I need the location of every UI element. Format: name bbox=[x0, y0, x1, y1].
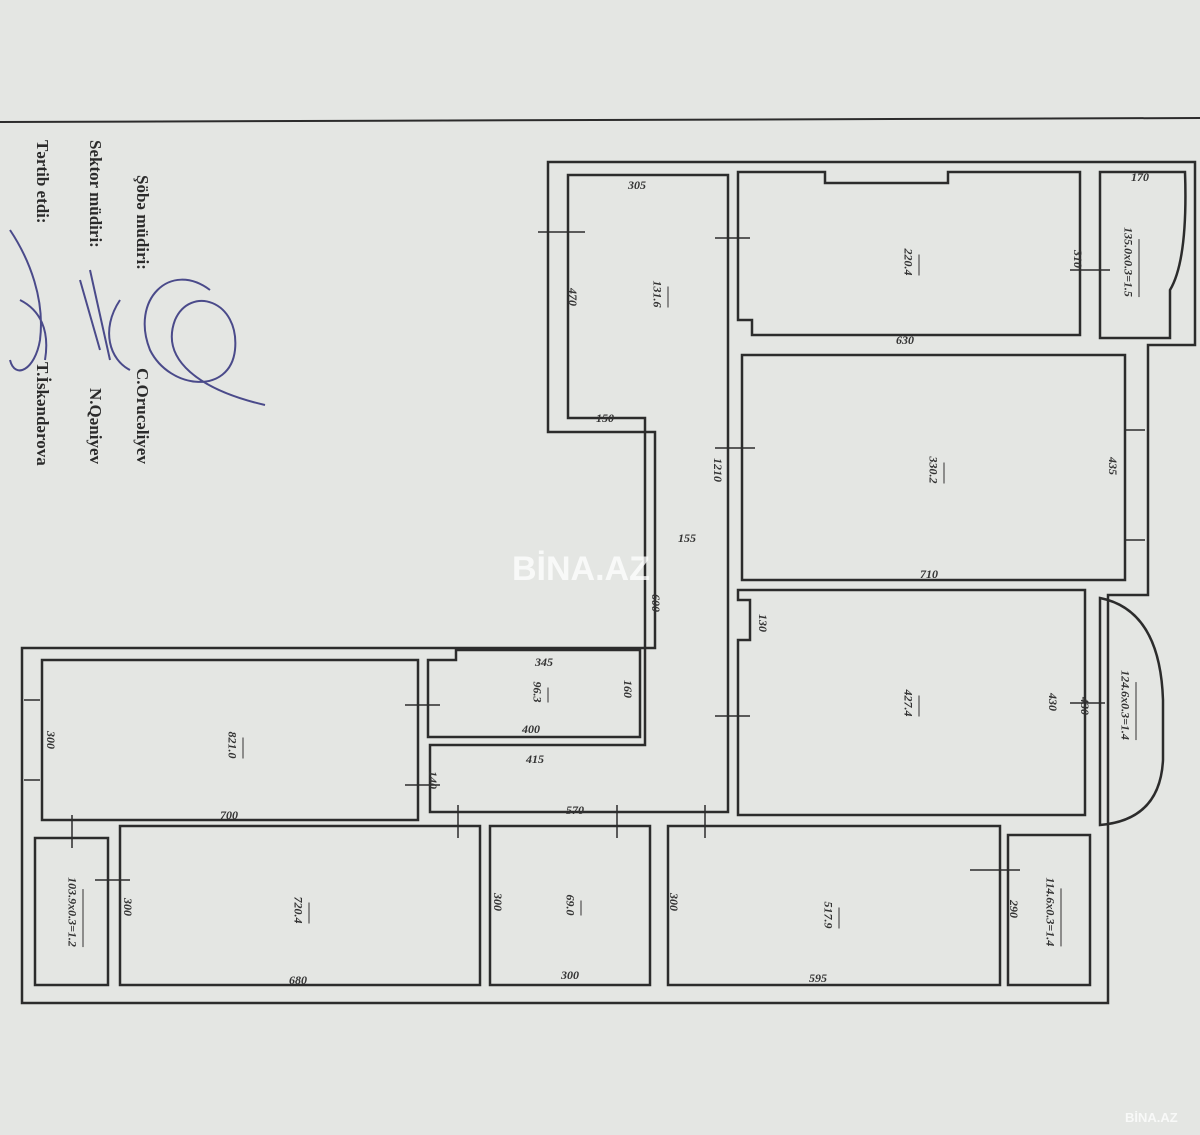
dimension-label: 600 bbox=[649, 594, 663, 612]
room-label-8: 821.0 bbox=[225, 731, 244, 759]
room-6 bbox=[488, 824, 652, 987]
dept-head-label: Şöbə müdiri: bbox=[133, 175, 152, 270]
sheet-border bbox=[0, 117, 1200, 123]
dimension-label: 630 bbox=[896, 333, 914, 347]
corner-watermark: BİNA.AZ bbox=[1125, 1110, 1178, 1125]
compiled-by-name: T.İskəndərova bbox=[33, 362, 52, 466]
dimension-label: 155 bbox=[678, 531, 696, 545]
room-1-corridor bbox=[428, 173, 730, 814]
room-number: 13 bbox=[1121, 227, 1136, 240]
dimension-label: 290 bbox=[1007, 900, 1021, 918]
outer-wall bbox=[20, 160, 1197, 1005]
room-area: 20.4 bbox=[291, 902, 310, 924]
dimension-label: 130 bbox=[756, 614, 770, 632]
room-area: 4.6x0.3=1.4 bbox=[1118, 682, 1137, 740]
watermark: BİNA.AZ bbox=[512, 550, 650, 588]
room-label-7: 720.4 bbox=[291, 896, 310, 924]
room-label-9: 96.3 bbox=[530, 681, 549, 703]
dimension-label: 430 bbox=[1046, 693, 1060, 711]
room-2 bbox=[736, 170, 1082, 337]
signature-scribbles bbox=[9, 229, 266, 406]
room-number: 5 bbox=[821, 901, 836, 908]
room-area: 30.2 bbox=[926, 462, 945, 484]
room-number: 4 bbox=[901, 689, 916, 696]
room-11 bbox=[1006, 833, 1092, 987]
room-4 bbox=[736, 588, 1087, 817]
sector-head-name: N.Qəniyev bbox=[86, 388, 105, 465]
door-marks bbox=[24, 231, 1145, 881]
dept-head-name: C.Orucəliyev bbox=[133, 368, 152, 464]
dimension-label: 430 bbox=[1078, 697, 1092, 715]
room-label-1: 131.6 bbox=[650, 280, 669, 308]
dimension-label: 595 bbox=[809, 971, 827, 985]
room-label-2: 220.4 bbox=[901, 248, 920, 276]
dimension-label: 140 bbox=[426, 771, 440, 789]
dimension-label: 680 bbox=[289, 973, 307, 987]
room-number: 7 bbox=[291, 896, 306, 903]
room-number: 3 bbox=[926, 456, 941, 463]
dimension-label: 300 bbox=[667, 893, 681, 911]
room-area: 6.3 bbox=[530, 687, 549, 703]
room-number: 9 bbox=[530, 681, 545, 688]
room-9 bbox=[426, 648, 642, 739]
room-label-11: 114.6x0.3=1.4 bbox=[1043, 877, 1062, 947]
dimension-label: 160 bbox=[621, 680, 635, 698]
room-area: 17.9 bbox=[821, 907, 840, 929]
dimension-label: 300 bbox=[561, 968, 579, 982]
room-label-12: 124.6x0.3=1.4 bbox=[1118, 670, 1137, 740]
dimension-label: 435 bbox=[1106, 457, 1120, 475]
room-12 bbox=[1098, 596, 1165, 827]
room-area: 9.0 bbox=[563, 900, 582, 916]
dimension-label: 300 bbox=[44, 731, 58, 749]
room-8 bbox=[40, 658, 420, 822]
dimension-label: 300 bbox=[121, 898, 135, 916]
room-number: 1 bbox=[650, 280, 665, 287]
room-label-3: 330.2 bbox=[926, 456, 945, 484]
room-3 bbox=[740, 353, 1127, 582]
dimension-label: 345 bbox=[535, 655, 553, 669]
compiled-by-label: Tərtib etdi: bbox=[33, 140, 52, 224]
room-area: 5.0x0.3=1.5 bbox=[1121, 239, 1140, 297]
room-label-13: 135.0x0.3=1.5 bbox=[1121, 227, 1140, 297]
room-area: 20.4 bbox=[901, 254, 920, 276]
dimension-label: 150 bbox=[596, 411, 614, 425]
room-label-10: 103.9x0.3=1.2 bbox=[65, 877, 84, 947]
dimension-label: 310 bbox=[1071, 250, 1085, 268]
room-number: 11 bbox=[1043, 877, 1058, 889]
dimension-label: 400 bbox=[522, 722, 540, 736]
dimension-label: 415 bbox=[526, 752, 544, 766]
dimension-label: 470 bbox=[566, 288, 580, 306]
room-number: 8 bbox=[225, 731, 240, 738]
room-area: 27.4 bbox=[901, 695, 920, 717]
dimension-label: 710 bbox=[920, 567, 938, 581]
dimension-label: 305 bbox=[628, 178, 646, 192]
room-number: 6 bbox=[563, 894, 578, 901]
room-number: 10 bbox=[65, 877, 80, 890]
dimension-label: 300 bbox=[491, 893, 505, 911]
room-area: 4.6x0.3=1.4 bbox=[1043, 888, 1062, 947]
dimension-label: 700 bbox=[220, 808, 238, 822]
room-area: 31.6 bbox=[650, 286, 669, 308]
room-5 bbox=[666, 824, 1002, 987]
room-area: 21.0 bbox=[225, 737, 244, 759]
dimension-label: 570 bbox=[566, 803, 584, 817]
room-label-4: 427.4 bbox=[901, 689, 920, 717]
room-7 bbox=[118, 824, 482, 987]
dimension-label: 1210 bbox=[711, 458, 725, 482]
room-13 bbox=[1098, 170, 1187, 340]
sector-head-label: Sektor müdiri: bbox=[86, 140, 105, 248]
room-number: 2 bbox=[901, 248, 916, 255]
room-number: 12 bbox=[1118, 670, 1133, 683]
room-label-5: 517.9 bbox=[821, 901, 840, 929]
room-label-6: 69.0 bbox=[563, 894, 582, 916]
room-area: 3.9x0.3=1.2 bbox=[65, 889, 84, 947]
dimension-label: 170 bbox=[1131, 170, 1149, 184]
